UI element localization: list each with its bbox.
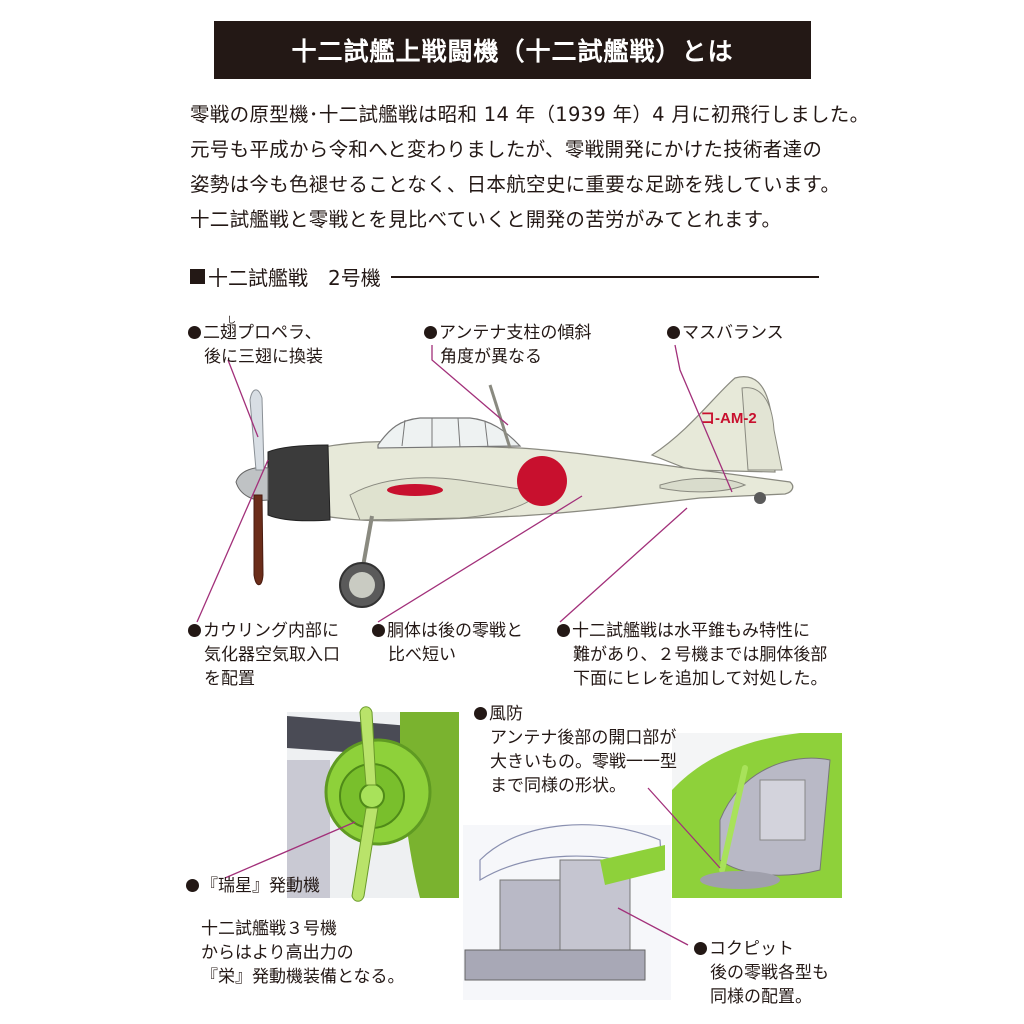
note-line: 後の零戦各型も — [710, 963, 829, 983]
bullet-dot-icon — [188, 326, 201, 339]
fuselage-hinomaru — [517, 456, 567, 506]
bullet-dot-icon — [557, 624, 570, 637]
note-cowling: カウリング内部に 気化器空気取入口 を配置 — [188, 619, 340, 691]
note-line: 十二試艦戦は水平錐もみ特性に — [572, 621, 810, 641]
tailplane — [659, 477, 747, 493]
bullet-dot-icon — [694, 942, 707, 955]
heading-rule — [390, 275, 819, 278]
bullet-dot-icon — [424, 326, 437, 339]
leader-lines — [196, 344, 733, 946]
bullet-dot-icon — [372, 624, 385, 637]
note-line: 風防 — [489, 704, 523, 724]
note-line: 同様の配置。 — [710, 987, 812, 1007]
note-mass-balance: マスバランス — [667, 321, 784, 345]
section-heading-text: 十二試艦戦 2号機 — [208, 266, 381, 290]
note-canopy: 風防 アンテナ後部の開口部が 大きいもの。零戦一一型 まで同様の形状。 — [474, 702, 677, 798]
canopy-model-render — [672, 733, 842, 898]
intro-line: 十二試艦戦と零戦とを見比べていくと開発の苦労がみてとれます。 — [190, 208, 782, 231]
canopy — [377, 417, 522, 449]
note-line: アンテナ支柱の傾斜 — [439, 323, 592, 343]
note-line: マスバランス — [682, 323, 784, 343]
note-antenna: アンテナ支柱の傾斜 角度が異なる — [424, 321, 591, 369]
bullet-dot-icon — [186, 879, 199, 892]
canopy-antenna-mast — [719, 765, 748, 873]
note-engine-sub: 十二試艦戦３号機 からはより高出力の 『栄』発動機装備となる。 — [201, 917, 405, 989]
page-title: 十二試艦上戦闘機（十二試艦戦）とは — [214, 21, 811, 79]
note-fin: 十二試艦戦は水平錐もみ特性に 難があり、２号機までは胴体後部 下面にヒレを追加し… — [557, 619, 828, 691]
note-line: 『栄』発動機装備となる。 — [201, 967, 405, 987]
intro-line: 姿勢は今も色褪せることなく、日本航空史に重要な足跡を残しています。 — [190, 173, 841, 196]
cowling — [267, 444, 331, 522]
spinner — [235, 467, 269, 501]
note-line: を配置 — [204, 669, 255, 689]
tail-code: コ-AM-2 — [700, 410, 757, 427]
bullet-dot-icon — [667, 326, 680, 339]
intro-line: 元号も平成から令和へと変わりましたが、零戦開発にかけた技術者達の — [190, 138, 823, 161]
bullet-dot-icon — [188, 624, 201, 637]
note-line: 『瑞星』発動機 — [201, 876, 320, 896]
cockpit-model-render — [463, 824, 671, 1000]
rudder — [741, 387, 783, 471]
engine-model-render — [287, 706, 459, 902]
note-line: からはより高出力の — [201, 943, 354, 963]
note-line: 胴体は後の零戦と — [387, 621, 523, 641]
note-engine: 『瑞星』発動機 — [186, 874, 320, 898]
note-cockpit: コクピット 後の零戦各型も 同様の配置。 — [694, 937, 829, 1009]
ruby-text: し — [227, 316, 237, 326]
antenna-mast — [488, 384, 512, 449]
note-line: 後に三翅に換装 — [204, 347, 323, 367]
engine-prop-blade-down — [351, 807, 379, 902]
note-line: 大きいもの。零戦一一型 — [490, 752, 677, 772]
intro-line: 零戦の原型機･十二試艦戦は昭和 14 年（1939 年）4 月に初飛行しました。 — [190, 103, 870, 126]
note-line: 比べ短い — [388, 645, 456, 665]
note-line: アンテナ後部の開口部が — [490, 728, 677, 748]
intro-paragraph: 零戦の原型機･十二試艦戦は昭和 14 年（1939 年）4 月に初飛行しました。… — [190, 97, 870, 237]
bullet-dot-icon — [474, 707, 487, 720]
wing-hinomaru — [387, 484, 443, 496]
propeller-upper — [249, 389, 265, 471]
note-line: 難があり、２号機までは胴体後部 — [573, 645, 828, 665]
tail-wheel — [754, 492, 766, 504]
section-heading: 十二試艦戦 2号機 — [190, 262, 819, 291]
note-line: 二翅プロペラ、 — [203, 323, 322, 343]
note-line: カウリング内部に — [203, 621, 339, 641]
note-line: コクピット — [709, 939, 794, 959]
note-line: 下面にヒレを追加して対処した。 — [573, 669, 828, 689]
engine-prop-blade-up — [359, 706, 377, 786]
note-line: 気化器空気取入口 — [204, 645, 340, 665]
note-line: まで同様の形状。 — [490, 776, 626, 796]
note-fuselage: 胴体は後の零戦と 比べ短い — [372, 619, 523, 667]
aircraft-profile: コ-AM-2 — [235, 376, 794, 608]
note-propeller: し 二翅プロペラ、 後に三翅に換装 — [188, 316, 323, 369]
square-bullet-icon — [190, 269, 205, 284]
note-line: 十二試艦戦３号機 — [201, 919, 337, 939]
propeller-lower — [253, 494, 264, 586]
note-line: 角度が異なる — [440, 347, 542, 367]
